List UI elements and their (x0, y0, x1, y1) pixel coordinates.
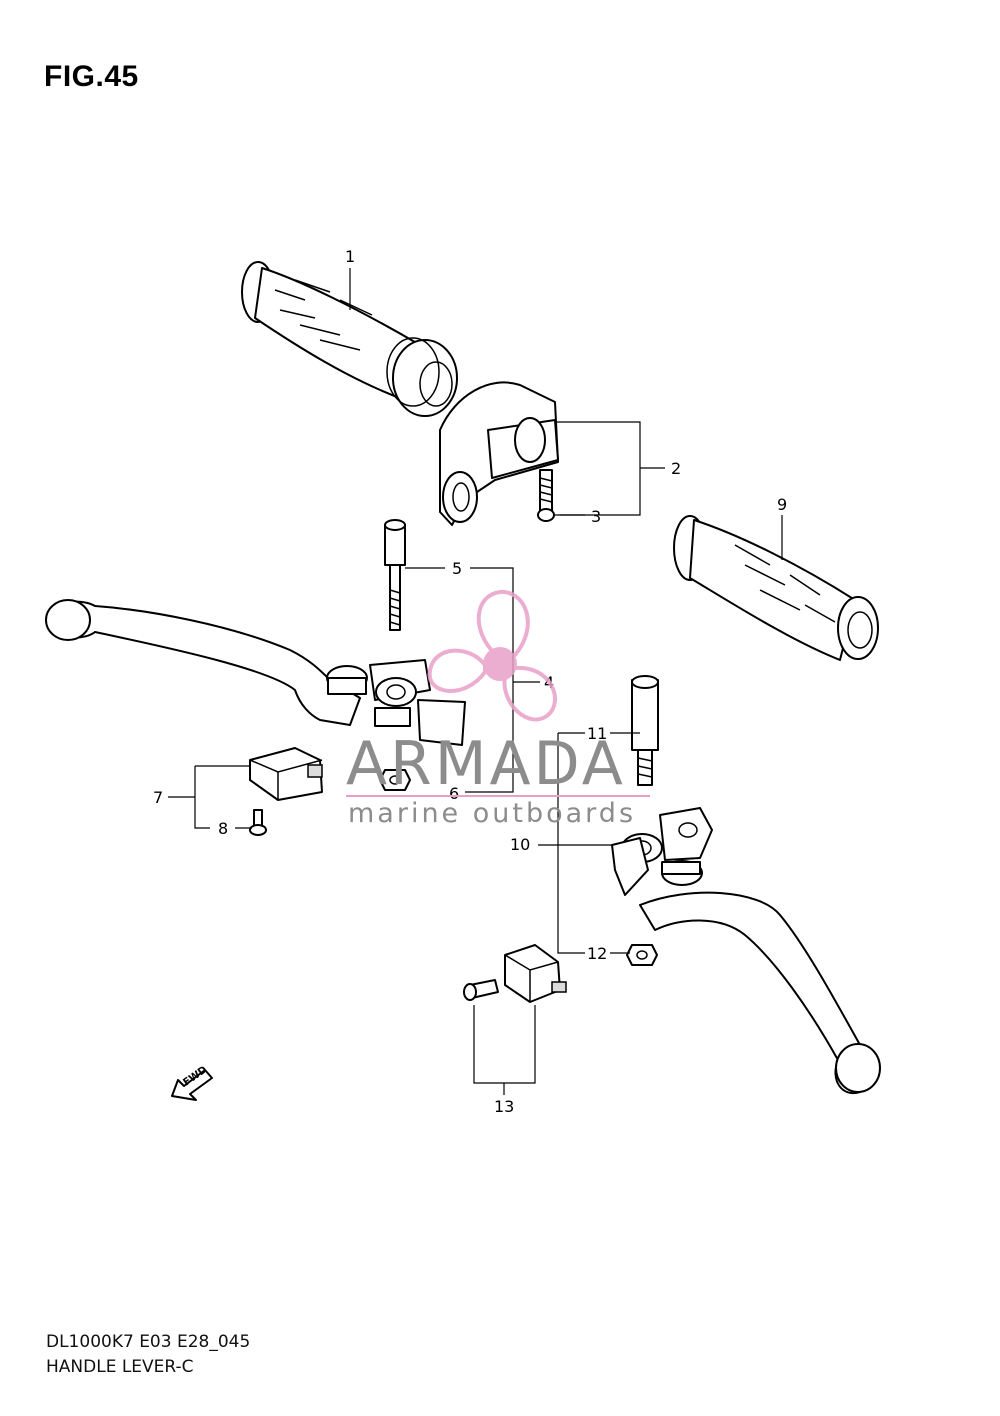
switch-screw-left (249, 809, 267, 836)
callout-1: 1 (345, 247, 355, 266)
callout-12: 12 (587, 944, 607, 963)
callout-8: 8 (218, 819, 228, 838)
housing-screw (537, 469, 555, 522)
lever-nut-left (379, 769, 411, 791)
brake-lever (611, 807, 881, 1095)
diagram-name: HANDLE LEVER-C (46, 1357, 194, 1377)
clutch-lever (45, 599, 466, 746)
callout-13: 13 (494, 1097, 514, 1116)
fwd-arrow-icon: FWD (171, 1064, 213, 1101)
lever-nut-right (626, 944, 658, 966)
left-grip (673, 515, 879, 661)
lever-pivot-bolt (384, 519, 406, 631)
throttle-grip (241, 261, 458, 417)
callout-11: 11 (587, 724, 607, 743)
brake-lever-pivot-bolt (631, 675, 659, 786)
brake-light-switch (463, 944, 567, 1003)
figure-title: FIG.45 (44, 60, 139, 93)
throttle-housing (439, 381, 559, 526)
callout-7: 7 (153, 788, 163, 807)
clutch-lever-switch (249, 747, 323, 801)
callout-3: 3 (591, 507, 601, 526)
callout-5: 5 (452, 559, 462, 578)
callout-2: 2 (671, 459, 681, 478)
callout-6: 6 (449, 784, 459, 803)
leader-lines (168, 268, 783, 1095)
callout-10: 10 (510, 835, 530, 854)
watermark-brand: ARMADA (346, 729, 626, 799)
watermark-tagline: marine outboards (348, 798, 636, 829)
callout-9: 9 (777, 495, 787, 514)
diagram-code: DL1000K7 E03 E28_045 (46, 1332, 251, 1352)
propeller-logo-icon (427, 589, 557, 722)
watermark: ARMADA marine outboards (346, 589, 650, 829)
